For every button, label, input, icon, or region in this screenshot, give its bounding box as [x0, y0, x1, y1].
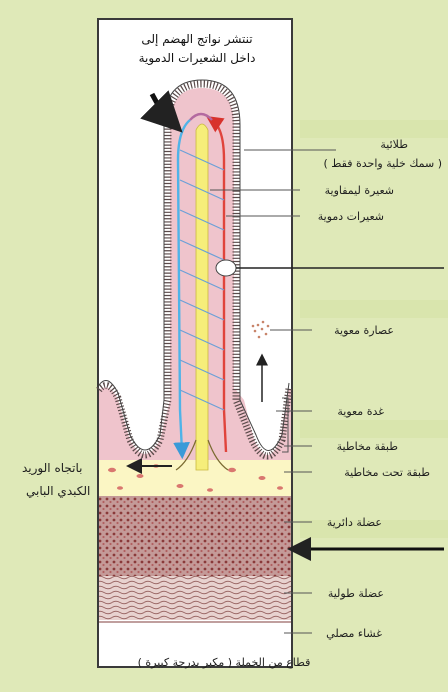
figure-caption: قطاع من الخملة ( مكبر بدرجة كبيرة ): [0, 656, 448, 669]
label-epithelium: طلائية: [380, 137, 408, 152]
label-intestinal-juice: عصارة معوية: [334, 323, 394, 338]
label-lacteal: شعيرة ليمفاوية: [325, 183, 394, 198]
lacteal: [196, 124, 208, 470]
label-circular-muscle: عضلة دائرية: [327, 515, 382, 530]
label-portal-vein-line2: الكبدي البابي: [26, 484, 90, 499]
label-longitudinal-muscle: عضلة طولية: [328, 586, 384, 601]
diffusion-note-line2: داخل الشعيرات الدموية: [108, 49, 286, 68]
label-epithelium-note: ( سمك خلية واحدة فقط ): [323, 156, 442, 171]
label-mucosa: طبقة مخاطية: [337, 439, 398, 454]
label-portal-vein-line1: باتجاه الوريد: [22, 461, 82, 476]
label-serosa: غشاء مصلي: [326, 626, 382, 641]
label-submucosa: طبقة تحت مخاطية: [344, 465, 430, 480]
label-intestinal-gland: غدة معوية: [337, 404, 384, 419]
diffusion-note: تنتشر نواتج الهضم إلى داخل الشعيرات الدم…: [108, 30, 286, 68]
magnified-cell-marker: [216, 260, 236, 276]
intestinal-juice-dots: [252, 321, 270, 339]
diffusion-note-line1: تنتشر نواتج الهضم إلى: [108, 30, 286, 49]
label-capillaries: شعيرات دموية: [318, 209, 384, 224]
